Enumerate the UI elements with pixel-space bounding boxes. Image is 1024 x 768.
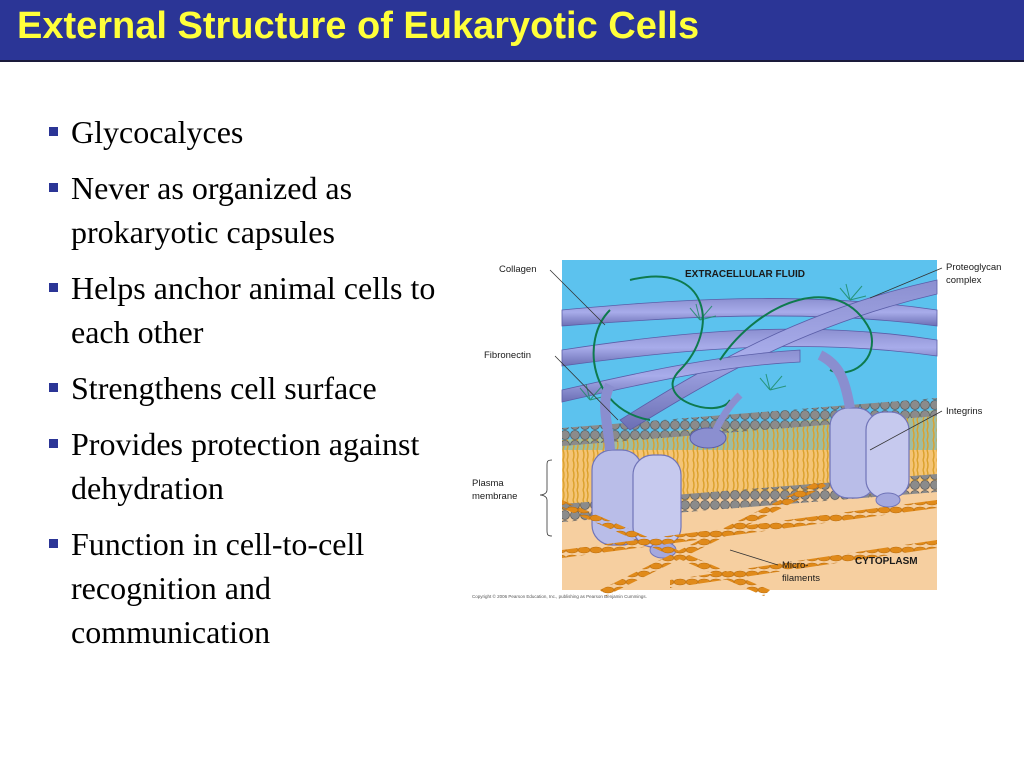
bullet-item: Helps anchor animal cells to each other <box>46 266 466 354</box>
square-bullet-icon <box>49 383 58 392</box>
membrane-diagram: EXTRACELLULAR FLUID CYTOPLASM Collagen F… <box>472 260 1001 599</box>
square-bullet-icon <box>49 539 58 548</box>
microfilaments <box>562 480 937 596</box>
square-bullet-icon <box>49 439 58 448</box>
collagen-label: Collagen <box>499 264 537 275</box>
fibronectin-strands <box>592 275 873 421</box>
bullet-item: Provides protection against dehydration <box>46 422 466 510</box>
bullet-text: Provides protection against dehydration <box>71 426 420 506</box>
copyright-text: Copyright © 2006 Pearson Education, Inc.… <box>472 593 647 599</box>
leader-lines <box>539 267 943 566</box>
collagen-fibers <box>561 279 938 431</box>
bullet-list: Glycocalyces Never as organized as proka… <box>46 110 466 666</box>
plasma-membrane-label-line2: membrane <box>472 491 517 502</box>
extracellular-fluid-label: EXTRACELLULAR FLUID <box>685 269 805 280</box>
integrin-right <box>817 350 910 508</box>
proteoglycan-core <box>689 392 743 449</box>
title-bar: External Structure of Eukaryotic Cells <box>0 0 1024 62</box>
proteoglycan-label-line1: Proteoglycan <box>946 262 1001 273</box>
bullet-item: Strengthens cell surface <box>46 366 466 410</box>
bullet-text: Glycocalyces <box>71 114 244 150</box>
bullet-item: Glycocalyces <box>46 110 466 154</box>
integrins-label: Integrins <box>946 406 983 417</box>
cell-membrane-figure: EXTRACELLULAR FLUID CYTOPLASM Collagen F… <box>470 250 1022 610</box>
proteoglycan-branches <box>579 283 867 401</box>
microfilaments-label-line1: Micro- <box>782 560 808 571</box>
square-bullet-icon <box>49 183 58 192</box>
plasma-membrane-label-line1: Plasma <box>472 478 504 489</box>
slide-title: External Structure of Eukaryotic Cells <box>17 5 700 47</box>
bullet-text: Strengthens cell surface <box>71 370 377 406</box>
bullet-text: Helps anchor animal cells to each other <box>71 270 436 350</box>
bullet-text: Function in cell-to-cell recognition and… <box>71 526 365 650</box>
bullet-text: Never as organized as prokaryotic capsul… <box>71 170 353 250</box>
bullet-item: Function in cell-to-cell recognition and… <box>46 522 466 654</box>
square-bullet-icon <box>49 283 58 292</box>
bullet-item: Never as organized as prokaryotic capsul… <box>46 166 466 254</box>
fibronectin-label: Fibronectin <box>484 350 531 361</box>
square-bullet-icon <box>49 127 58 136</box>
microfilaments-label-line2: filaments <box>782 573 820 584</box>
proteoglycan-label-line2: complex <box>946 275 982 286</box>
cytoplasm-label: CYTOPLASM <box>855 556 918 567</box>
